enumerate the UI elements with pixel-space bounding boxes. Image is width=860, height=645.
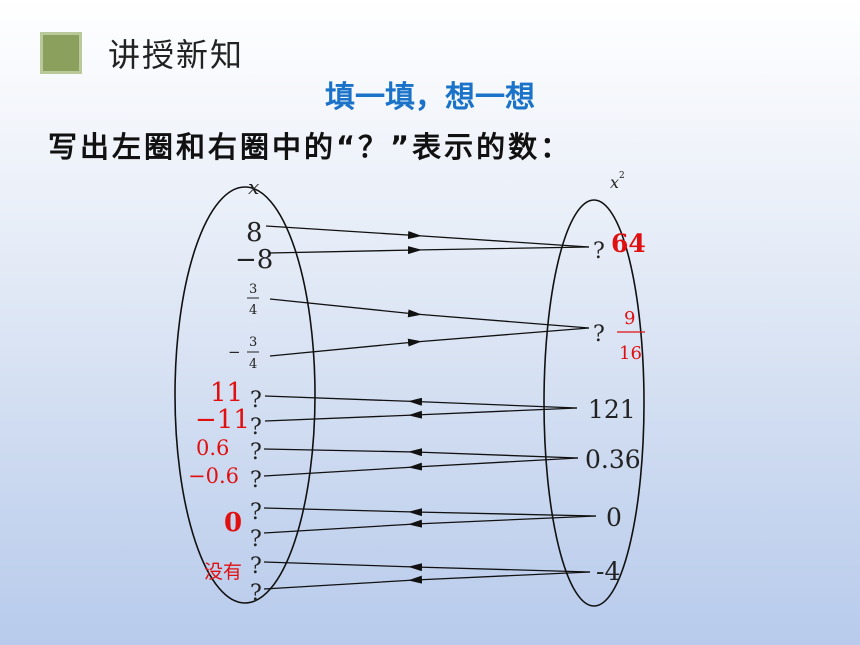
left-ellipse <box>174 186 316 604</box>
arrow-0-to-q6 <box>263 515 597 534</box>
left-frac1-numerator: 3 <box>249 282 257 297</box>
arrow-036-to-q4 <box>263 457 579 477</box>
answer-neg0-6: −0.6 <box>188 464 239 488</box>
right-value-0-36: 0.36 <box>585 445 641 474</box>
mapping-arrows <box>263 225 597 590</box>
right-value-0: 0 <box>606 503 622 532</box>
left-circle-label: x <box>248 175 259 199</box>
left-frac2-numerator: 3 <box>249 335 257 350</box>
left-question-5: ? <box>250 500 262 525</box>
left-frac1-denominator: 4 <box>249 303 257 318</box>
left-question-2: ? <box>250 415 262 440</box>
arrow-036-to-q3 <box>263 448 579 459</box>
arrow-8-to-64 <box>265 225 590 248</box>
left-question-7: ? <box>250 554 262 579</box>
answer-frac-denominator: 16 <box>619 343 642 364</box>
left-question-3: ? <box>250 440 262 465</box>
right-value-121: 121 <box>588 395 636 424</box>
section-title: 讲授新知 <box>108 36 245 74</box>
left-value-8: 8 <box>246 218 263 248</box>
arrow-neg4-to-q7 <box>263 561 591 573</box>
section-square-icon <box>40 32 82 74</box>
left-question-4: ? <box>250 468 262 493</box>
left-value-neg8: −8 <box>235 245 273 275</box>
arrow-frac-to-frac <box>269 298 590 329</box>
arrow-121-to-q1 <box>264 395 578 409</box>
arrow-0-to-q5 <box>263 507 597 517</box>
left-frac2-minus: − <box>228 343 241 361</box>
left-question-6: ? <box>250 527 262 552</box>
right-circle-label: x <box>610 173 619 192</box>
right-question-1: ? <box>593 239 605 264</box>
arrow-neg8-to-64 <box>268 246 590 255</box>
answer-0: 0 <box>224 508 242 538</box>
slide-subtitle: 填一填，想一想 <box>325 80 535 115</box>
answer-neg11: −11 <box>195 405 250 435</box>
arrow-neg4-to-q8 <box>263 571 591 590</box>
answer-frac-numerator: 9 <box>624 308 635 329</box>
left-question-1: ? <box>250 388 262 413</box>
answer-64: 64 <box>611 229 646 258</box>
right-question-2: ? <box>593 322 605 347</box>
arrow-negfrac-to-frac <box>269 327 590 357</box>
answer-none: 没有 <box>204 561 242 583</box>
answer-0-6: 0.6 <box>196 436 229 460</box>
answer-11: 11 <box>210 378 243 408</box>
left-frac2-denominator: 4 <box>249 357 257 372</box>
right-circle-label-sup: 2 <box>619 171 625 181</box>
instruction-text: 写出左圈和右圈中的“？”表示的数： <box>48 130 573 164</box>
right-ellipse <box>543 199 645 607</box>
right-value-neg4: -4 <box>596 557 620 586</box>
arrow-121-to-q2 <box>264 407 578 422</box>
left-question-8: ? <box>250 581 262 606</box>
